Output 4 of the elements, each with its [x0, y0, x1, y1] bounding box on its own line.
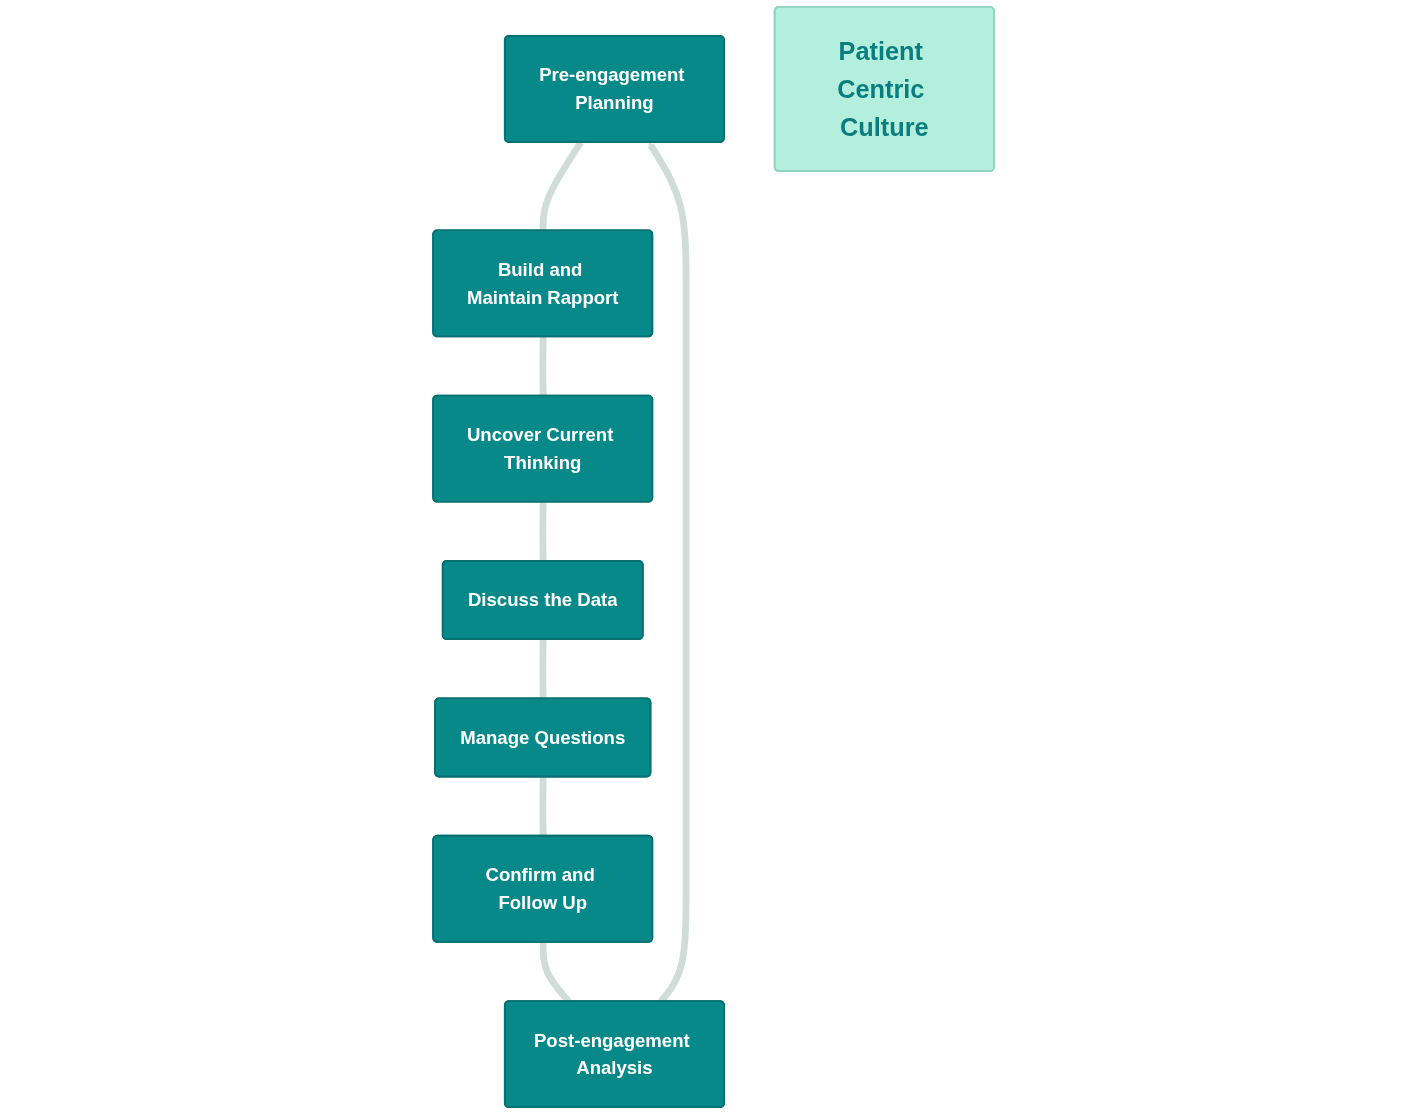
- connector: [539, 639, 547, 699]
- connector: [539, 502, 547, 562]
- connector: [539, 336, 547, 396]
- connector: [539, 777, 547, 837]
